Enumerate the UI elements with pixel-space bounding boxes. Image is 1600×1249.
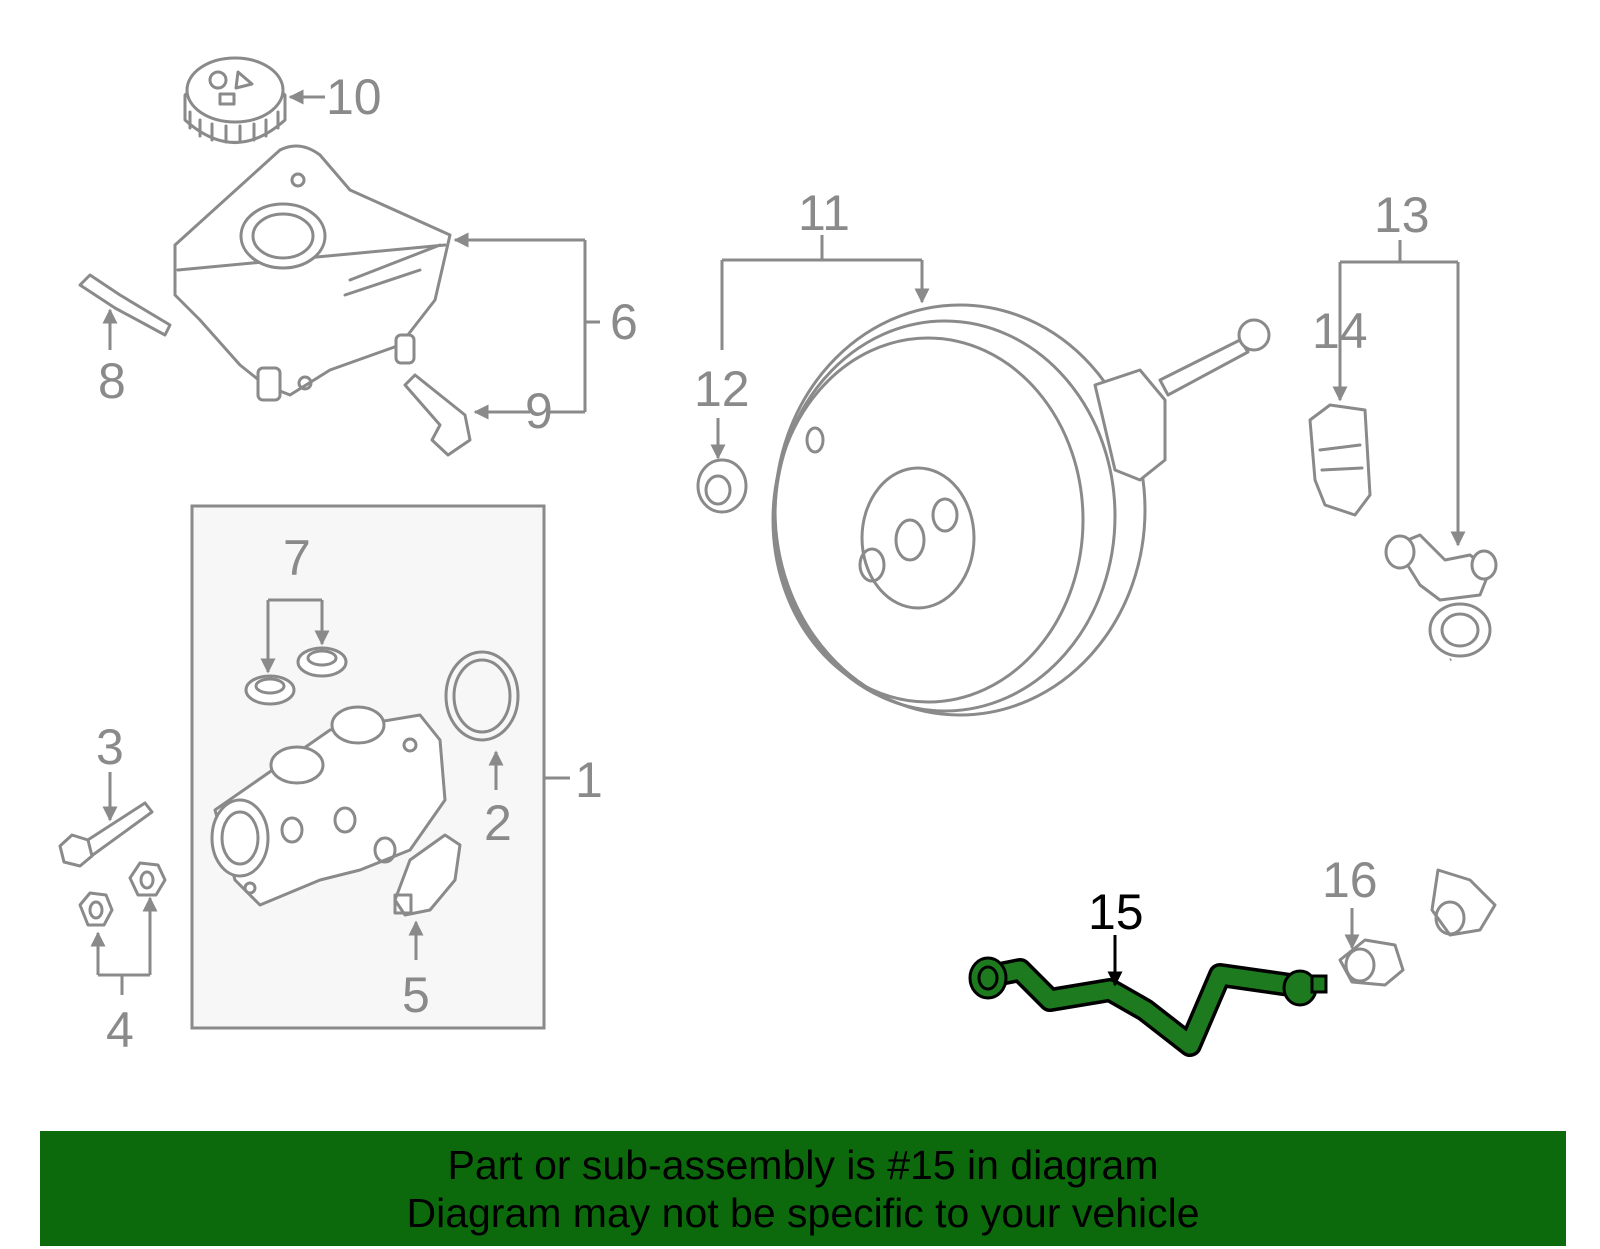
part-10-reservoir-cap[interactable] [183,56,287,144]
label-8: 8 [98,353,126,409]
label-5: 5 [402,967,430,1023]
part-13-vacuum-line[interactable] [1379,533,1498,937]
part-6-brake-fluid-reservoir[interactable] [173,144,452,402]
part-14-clip[interactable] [1308,403,1372,517]
label-3: 3 [96,719,124,775]
label-13: 13 [1374,187,1430,243]
label-16: 16 [1322,852,1378,908]
part-15-vacuum-hose-highlighted[interactable] [968,956,1328,1057]
part-4-nuts[interactable] [78,861,167,927]
label-4: 4 [106,1002,134,1058]
part-3-bolt[interactable] [58,801,154,868]
label-12: 12 [694,361,750,417]
label-6: 6 [610,294,638,350]
part-2-o-ring[interactable] [444,650,520,742]
part-8-level-sensor[interactable] [78,273,172,337]
parts-diagram: 10 6 8 9 1 7 [58,56,1498,1058]
label-1: 1 [575,752,603,808]
banner-line-2: Diagram may not be specific to your vehi… [406,1190,1200,1236]
label-7: 7 [283,530,311,586]
label-14: 14 [1312,303,1368,359]
part-5-sensor[interactable] [393,833,462,917]
part-9-hose-fitting[interactable] [403,373,472,457]
label-10: 10 [326,69,382,125]
part-7-grommets[interactable] [244,646,348,706]
banner-line-1: Part or sub-assembly is #15 in diagram [447,1142,1159,1188]
info-banner: Part or sub-assembly is #15 in diagram D… [40,1131,1566,1246]
part-16-grommet[interactable] [1338,938,1405,987]
part-12-grommet[interactable] [696,458,748,514]
label-9: 9 [525,383,553,439]
part-11-brake-booster[interactable] [771,303,1271,717]
label-11: 11 [798,185,850,241]
label-15: 15 [1088,884,1144,940]
label-2: 2 [484,795,512,851]
part-1-master-cylinder[interactable] [210,705,447,907]
